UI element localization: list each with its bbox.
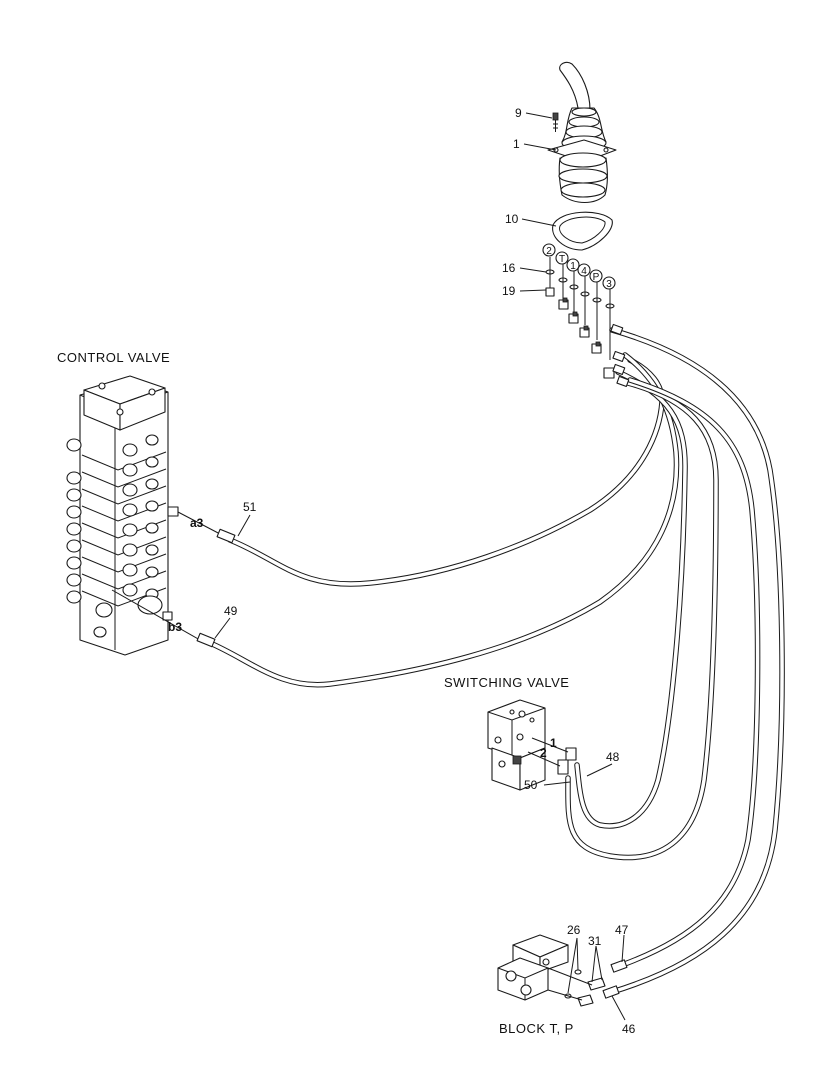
- hose-48: [574, 369, 688, 829]
- hose-51: [227, 357, 665, 587]
- part-label-49: 49: [224, 604, 238, 618]
- hose-49: [207, 352, 680, 688]
- leader-lines: [214, 112, 626, 1021]
- part-label-51: 51: [243, 500, 257, 514]
- part-label-19: 19: [502, 284, 516, 298]
- part-label-47: 47: [615, 923, 629, 937]
- o-rings-16: [545, 257, 615, 360]
- hose-47: [619, 377, 761, 968]
- port-marker-1: 1: [570, 261, 576, 272]
- port-marker-2: 2: [546, 246, 552, 257]
- port-label-a3: a3: [190, 516, 204, 530]
- part-label-31: 31: [588, 934, 602, 948]
- switching-valve: [487, 699, 577, 791]
- block-tp: [497, 934, 628, 1007]
- labels: CONTROL VALVE SWITCHING VALVE BLOCK T, P…: [57, 106, 636, 1036]
- control-valve-title: CONTROL VALVE: [57, 350, 170, 365]
- switching-valve-title: SWITCHING VALVE: [444, 675, 569, 690]
- valve-spool-sections: [66, 434, 179, 638]
- port-marker-p: P: [593, 272, 600, 283]
- port-marker-3: 3: [606, 279, 612, 290]
- part-label-9: 9: [515, 106, 522, 120]
- port-marker-4: 4: [581, 266, 587, 277]
- leader-sv1: [531, 737, 569, 753]
- part-label-16: 16: [502, 261, 516, 275]
- elbow-fittings-19: [545, 287, 630, 388]
- bolt-9: [552, 112, 559, 132]
- port-label-sv1: 1: [550, 736, 557, 750]
- part-label-1: 1: [513, 137, 520, 151]
- hose-50: [565, 380, 719, 861]
- part-label-26: 26: [567, 923, 581, 937]
- hose-46: [609, 327, 785, 995]
- part-label-10: 10: [505, 212, 519, 226]
- joystick-port-markers: 2 T 1 4 P 3: [542, 243, 616, 290]
- part-label-50: 50: [524, 778, 538, 792]
- leader-a3: [177, 511, 223, 536]
- leader-sv2: [527, 751, 561, 767]
- leader-b3: [111, 589, 201, 641]
- hoses: [207, 327, 785, 995]
- gasket-10: [552, 211, 613, 251]
- port-label-sv2: 2: [540, 746, 547, 760]
- block-tp-title: BLOCK T, P: [499, 1021, 574, 1036]
- part-label-48: 48: [606, 750, 620, 764]
- part-label-46: 46: [622, 1022, 636, 1036]
- joystick-assembly: 2 T 1 4 P 3: [542, 61, 630, 388]
- control-valve: [66, 375, 236, 656]
- port-marker-t: T: [559, 254, 565, 265]
- port-label-b3: b3: [168, 620, 182, 634]
